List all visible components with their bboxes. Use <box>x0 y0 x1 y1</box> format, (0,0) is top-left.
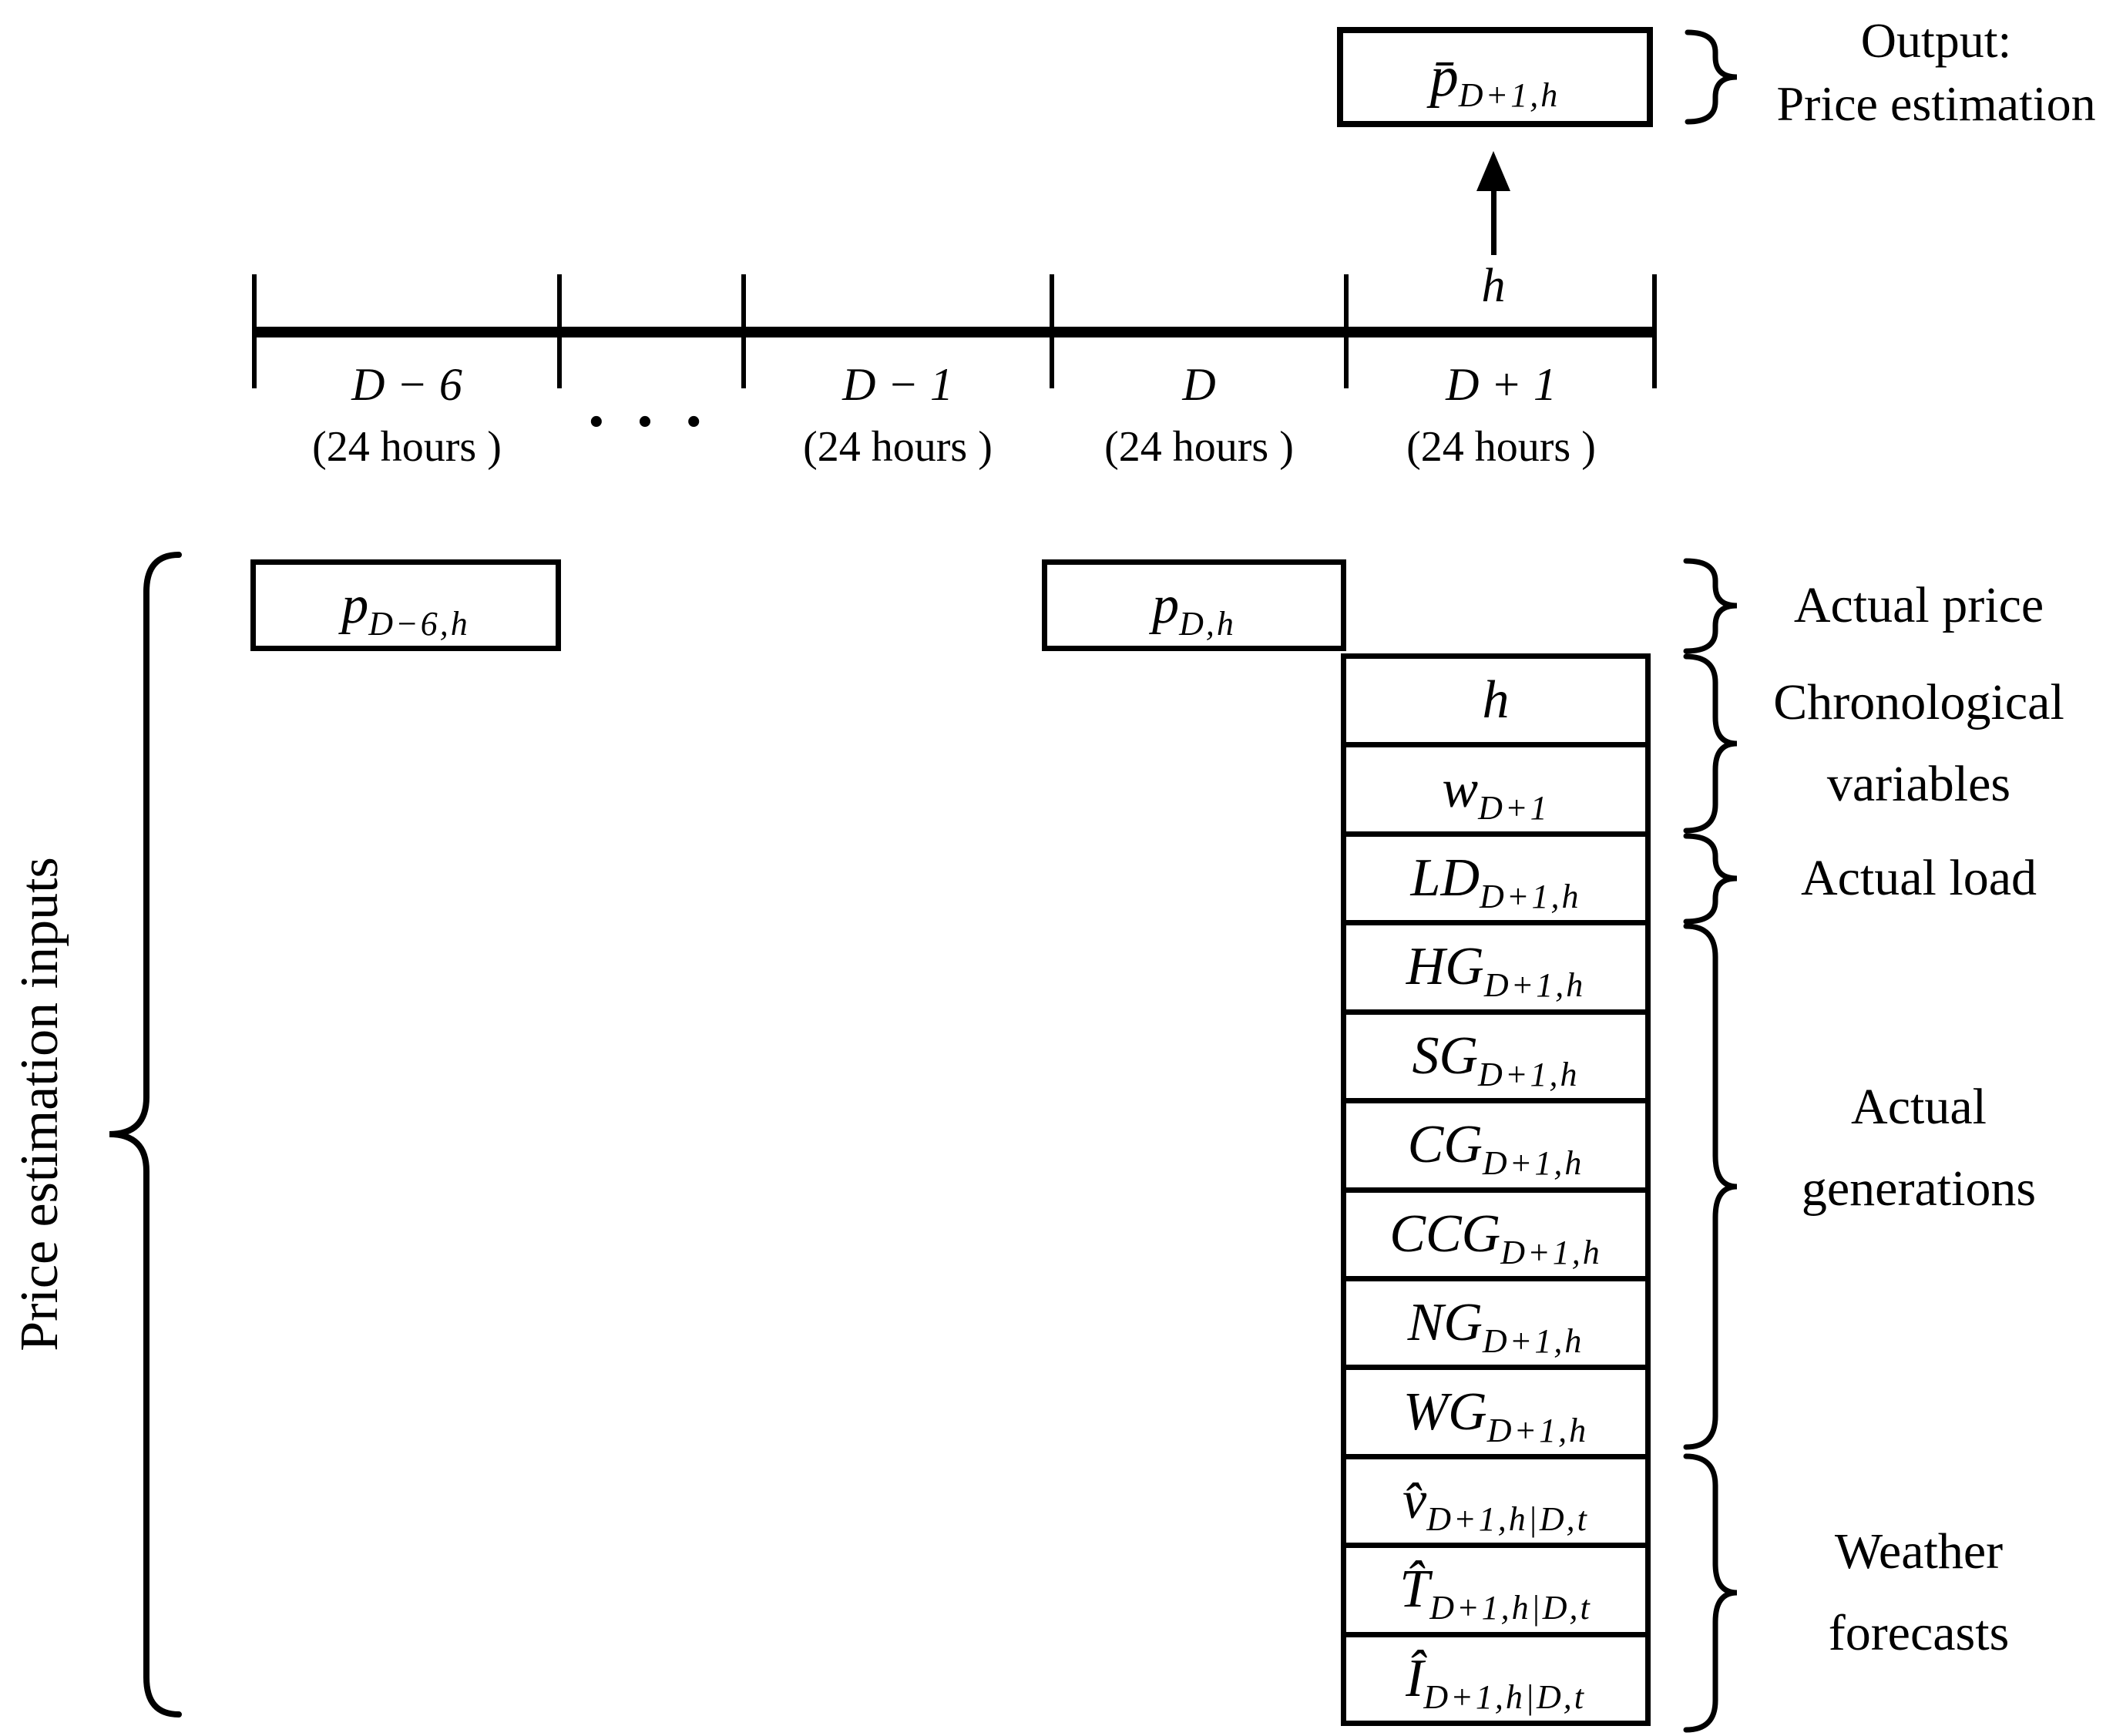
row-subscript: D+1,h <box>1482 1322 1584 1361</box>
row-subscript: D+1,h|D,t <box>1426 1500 1589 1538</box>
price-subscript: D,h <box>1179 604 1236 643</box>
timeline-tick-4 <box>1050 274 1054 388</box>
timeline-tick-3 <box>741 274 746 388</box>
group-label-weather-forecasts: Weather forecasts <box>1726 1511 2111 1674</box>
hour-label: h <box>1481 260 1506 312</box>
row-symbol: SG <box>1412 1026 1479 1086</box>
row-subscript: D+1,h <box>1500 1233 1602 1271</box>
group-label-line: Chronological <box>1773 674 2064 730</box>
row-subscript: D+1,h <box>1478 1055 1580 1093</box>
group-label-actual-load: Actual load <box>1726 838 2111 919</box>
row-symbol: LD <box>1410 848 1480 908</box>
output-price-symbol: p̄ <box>1429 45 1459 109</box>
row-subscript: D+1 <box>1478 788 1550 827</box>
segment-name: D − 1 <box>842 359 953 410</box>
price-symbol: p <box>341 575 369 635</box>
row-symbol: v̂ <box>1402 1471 1427 1530</box>
output-price-subscript: D+1,h <box>1458 76 1560 114</box>
group-label-line: Actual load <box>1800 850 2037 906</box>
timeline-tick-1 <box>252 274 257 388</box>
group-label-line: forecasts <box>1828 1605 2010 1661</box>
group-label-line: Actual <box>1851 1079 1987 1135</box>
row-symbol: h <box>1482 670 1510 730</box>
segment-d-minus-1: D − 1 (24 hours ) <box>803 356 993 481</box>
price-subscript: D−6,h <box>368 604 470 643</box>
timeline-ellipsis: • • • <box>589 400 714 444</box>
timeline-tick-5 <box>1344 274 1349 388</box>
row-subscript: D+1,h|D,t <box>1423 1677 1586 1716</box>
output-caption-line1: Output: <box>1860 13 2012 68</box>
row-subscript: D+1,h <box>1482 1144 1584 1183</box>
row-subscript: D+1,h <box>1480 878 1581 916</box>
output-arrow-head <box>1476 151 1510 191</box>
group-label-actual-price: Actual price <box>1726 565 2111 646</box>
segment-name: D <box>1182 359 1216 410</box>
row-symbol: w <box>1442 759 1479 819</box>
segment-d: D (24 hours ) <box>1104 356 1294 481</box>
output-caption: Output: Price estimation <box>1749 9 2123 136</box>
output-price-box: p̄D+1,h <box>1337 27 1653 127</box>
group-label-line: Actual price <box>1793 577 2044 633</box>
segment-name: D − 6 <box>351 359 462 410</box>
group-label-chronological: Chronological variables <box>1726 662 2111 825</box>
segment-duration: (24 hours ) <box>803 423 993 471</box>
group-label-line: Weather <box>1834 1523 2004 1580</box>
group-label-actual-generations: Actual generations <box>1726 1066 2111 1230</box>
row-symbol: WG <box>1402 1382 1487 1442</box>
inputs-side-label: Price estimation inputs <box>10 857 69 1352</box>
row-symbol: T̂ <box>1399 1560 1430 1620</box>
stack-row-hour: h <box>1346 659 1645 748</box>
row-symbol: HG <box>1406 937 1484 997</box>
output-arrow-line <box>1491 189 1497 255</box>
segment-name: D + 1 <box>1446 359 1557 410</box>
stack-row-temp-forecast: T̂D+1,h|D,t <box>1346 1548 1645 1637</box>
output-caption-line2: Price estimation <box>1776 76 2096 131</box>
row-symbol: CCG <box>1389 1204 1501 1264</box>
left-inputs-brace <box>109 552 182 1718</box>
row-symbol: Î <box>1406 1648 1424 1708</box>
stack-row-wind-forecast: v̂D+1,h|D,t <box>1346 1459 1645 1549</box>
row-subscript: D+1,h <box>1483 966 1586 1005</box>
segment-d-plus-1: D + 1 (24 hours ) <box>1406 356 1596 481</box>
output-brace <box>1685 29 1738 125</box>
segment-d-minus-6: D − 6 (24 hours ) <box>312 356 502 481</box>
timeline-tick-2 <box>557 274 562 388</box>
row-symbol: CG <box>1407 1115 1483 1175</box>
row-subscript: D+1,h|D,t <box>1429 1589 1592 1627</box>
group-label-line: generations <box>1801 1160 2037 1217</box>
timeline-tick-6 <box>1652 274 1657 388</box>
price-symbol: p <box>1152 575 1180 635</box>
row-subscript: D+1,h <box>1486 1411 1589 1449</box>
segment-duration: (24 hours ) <box>1406 423 1596 471</box>
timeline-axis <box>254 327 1657 337</box>
row-symbol: NG <box>1407 1293 1483 1353</box>
segment-duration: (24 hours ) <box>312 423 502 471</box>
group-label-line: variables <box>1826 756 2011 812</box>
segment-duration: (24 hours ) <box>1104 423 1294 471</box>
